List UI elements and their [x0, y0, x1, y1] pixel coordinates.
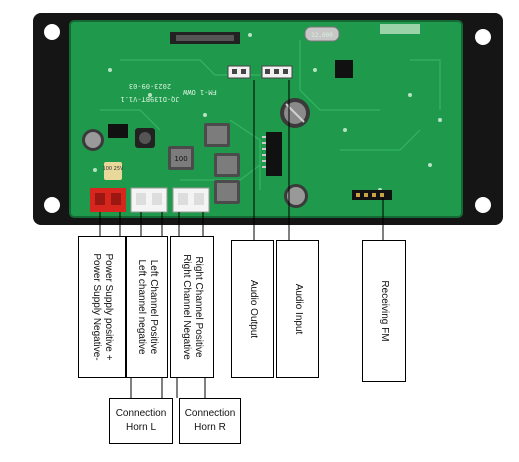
bt-chip — [335, 60, 353, 78]
label-left-positive: Left Channel Positive — [148, 259, 159, 355]
label-right-channel: Right Channel Positive Right Channel Neg… — [170, 236, 214, 378]
label-power-negative: Power Supply Negative- — [91, 253, 102, 361]
smd-tantalum — [104, 162, 122, 180]
horn-l-line1: Connection — [115, 408, 167, 419]
mount-hole-br — [475, 197, 491, 213]
label-audio-input: Audio Input — [292, 283, 304, 335]
label-audio-output: Audio Output — [247, 279, 259, 339]
horn-r-line2: Horn R — [194, 422, 226, 433]
model-silk: JQ-D139BT-V1.1 — [120, 95, 179, 103]
label-left-negative: Left channel negative — [136, 259, 147, 355]
horn-l-line2: Horn L — [125, 422, 156, 433]
label-left-channel: Left Channel Positive Left channel negat… — [126, 236, 168, 378]
horn-r-line1: Connection — [184, 408, 236, 419]
amplifier-ic — [266, 132, 282, 176]
label-receiving-fm: Receiving FM — [379, 280, 390, 342]
crystal-label: 12.000 — [311, 32, 333, 39]
date-silk: 2023-09-03 — [129, 82, 171, 90]
crystal — [304, 26, 340, 42]
label-right-negative: Right Channel Negative — [181, 254, 192, 360]
cap-left-label: 100 25V — [103, 166, 124, 172]
inductor-label: 100 — [174, 155, 187, 163]
label-audio-output-box: Audio Output — [231, 240, 274, 378]
label-power-positive: Power Supply positive + — [103, 253, 114, 361]
power-inductors: 100 — [168, 123, 240, 204]
mount-hole-tr — [475, 29, 491, 45]
circuit-board: 12.000 2023-09-03 JQ-D139BT-V1.1 FM-1 OW… — [33, 13, 503, 225]
antenna-strip — [380, 24, 420, 34]
mount-hole-tl — [44, 24, 60, 40]
fm-silk: FM-1 OWW — [182, 88, 217, 96]
mount-hole-bl — [44, 197, 60, 213]
label-power-supply: Power Supply positive + Power Supply Neg… — [78, 236, 126, 378]
label-audio-input-box: Audio Input — [276, 240, 319, 378]
regulator-chip — [108, 124, 128, 138]
label-right-positive: Right Channel Positive — [193, 256, 204, 358]
label-receiving-fm-box: Receiving FM — [362, 240, 406, 382]
connection-horn-l: Connection Horn L — [109, 398, 173, 444]
connection-horn-r: Connection Horn R — [179, 398, 241, 444]
